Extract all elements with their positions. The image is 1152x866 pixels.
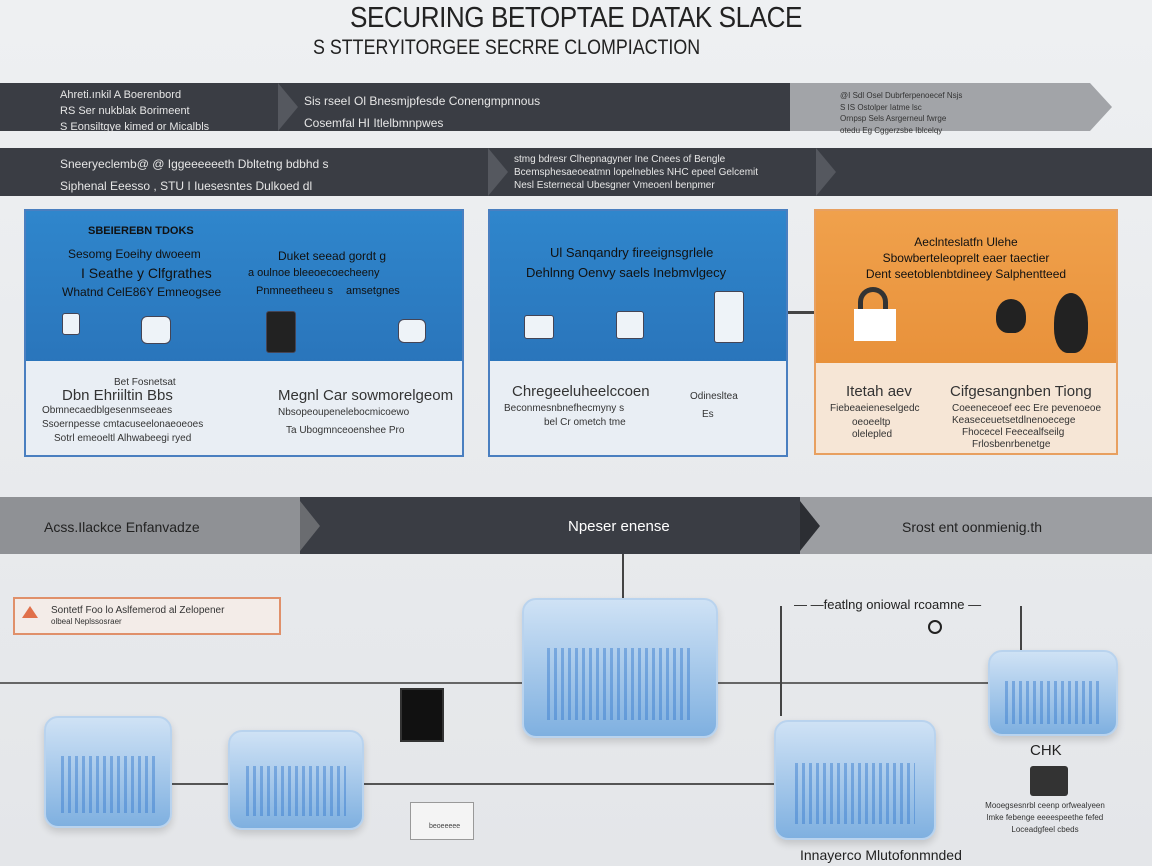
note-text: Mooegsesnrbl ceenp orfwealyeen [985, 801, 1105, 810]
device-label: beoeeeee [429, 823, 461, 830]
server-storage [774, 720, 936, 840]
band-text: Sis rseeI Ol Bnesmjpfesde Conengmpnnous [304, 94, 541, 108]
page-title: SECURING BETOPTAE DATAK SLACE [349, 2, 803, 34]
diagram-label: — —featlng oniowal rcoamne — [794, 597, 982, 612]
panel-text: Nbsopeoupenelebocmicoewo [278, 407, 410, 418]
panel-text: olelepled [852, 429, 893, 440]
server-storage [228, 730, 364, 830]
server-storage-main [522, 598, 718, 738]
connector [788, 311, 814, 314]
panel-text: Frlosbenrbenetge [972, 439, 1051, 450]
lock-body [854, 309, 896, 341]
panel-text: Odinesltea [690, 391, 738, 402]
panel-text: Obmnecaedblgesenmseeaes [42, 405, 173, 416]
band-text: Ahreti.ınkil A Boerenbord [60, 89, 182, 101]
panel-text: Dbn Ehriiltin Bbs [62, 387, 173, 404]
panel-text: Whatnd CelE86Y Emneogsee [62, 285, 222, 299]
warning-icon [22, 606, 38, 618]
panel-text: a oulnoe bleeoecoecheeny [248, 267, 380, 279]
device-card: beoeeeee [410, 802, 474, 840]
band-text: RS Ser nukblak Borimeent [60, 104, 190, 117]
band-text: S IS Ostolper Iatme lsc [840, 102, 922, 112]
process-band-1: Ahreti.ınkil A Boerenbord RS Ser nukblak… [0, 83, 1152, 135]
panel-text: Duket seead gordt g [278, 249, 387, 263]
panel-text: Beconmesnbnefhecmyny s [504, 403, 625, 414]
server-storage [44, 716, 172, 828]
band-text: Ornpsp Sels Asrgerneul fwrge [840, 114, 947, 124]
document-icon [524, 315, 554, 339]
connector [1020, 606, 1022, 654]
callout-text: Sontetf Foo lo Aslfemerod al Zelopener [51, 605, 225, 616]
diagram-label: CHK [1030, 742, 1062, 759]
user-icon [266, 311, 296, 353]
band-text: Siphenal Eeesso , STU I Iuesesntes Dulko… [60, 178, 313, 193]
network-icon [616, 311, 644, 339]
panel-text: Chregeeluheelccoen [512, 383, 650, 400]
panel-text: I Seathe y Clfgrathes [81, 265, 212, 281]
note-text: Loceadgfeel cbeds [1011, 825, 1079, 834]
key-icon [928, 620, 942, 634]
panel-text: bel Cr ometch tme [544, 417, 626, 428]
page-subtitle: S STTERYITORGEE SECRRE CLOMPIACTION [313, 36, 701, 59]
panel-2: Ul Sanqandry fireeignsgrlele Dehlnng Oen… [488, 209, 788, 457]
panel-text: Sotrl emeoeltl Alhwabeegi ryed [54, 433, 192, 444]
server-storage [988, 650, 1118, 736]
panel-text: Ta Ubogmnceoenshee Pro [286, 425, 405, 436]
panel-text: amsetgnes [346, 285, 400, 297]
panel-text: Pnmneetheeu s [256, 285, 334, 297]
stage-label: Acss.Ilackce Enfanvadze [44, 519, 200, 535]
process-band-2: Sneeryeclemb@ @ Iggeeeeeeth Dbltetng bdb… [0, 148, 1152, 196]
panel-text: Sesomg Eoeihy dwoeem [68, 247, 201, 261]
panel-text: Ul Sanqandry fireeignsgrlele [550, 245, 714, 260]
database-icon [141, 316, 171, 344]
database-icon [398, 319, 426, 343]
panel-text: Es [702, 409, 714, 420]
band-text: Bcemsphesaeoeatmn lopelnebles NHC epeel … [514, 167, 759, 178]
panel-text: Sbowberteleoprelt eaer taectier [882, 251, 1050, 265]
computer-icon [62, 313, 80, 335]
network-line [0, 682, 1000, 684]
diagram-notes: Mooegsesnrbl ceenp orfwealyeen lmke febe… [960, 800, 1130, 836]
user-icon [1054, 293, 1088, 353]
panel-text: Fiebeaeieneselgedc [830, 403, 920, 414]
diagram-label: Innayerco Mlutofonmnded [800, 847, 962, 863]
panel-1: SBEIEREBN TDOKS Sesomg Eoeihy dwoeem I S… [24, 209, 464, 457]
band-text: Sneeryeclemb@ @ Iggeeeeeeth Dbltetng bdb… [60, 157, 329, 171]
monitor-icon [400, 688, 444, 742]
server-icon [714, 291, 744, 343]
band-text: Cosemfal HI Itlelbmnpwes [304, 115, 444, 130]
panel-heading: SBEIEREBN TDOKS [88, 225, 194, 237]
panel-text: Ssoernpesse cmtacuseelonaeoeoes [42, 419, 204, 430]
panel-text: oeoeeltp [852, 417, 891, 428]
note-text: lmke febenge eeeespeethe fefed [986, 813, 1104, 822]
panel-text: Bet Fosnetsat [114, 377, 176, 388]
band-text: otedu Eg Cggerzsbe Iblcelqy [840, 125, 943, 135]
network-line [170, 783, 780, 785]
panel-text: Itetah aev [846, 383, 912, 400]
lock-icon [858, 287, 888, 317]
stage-label: Srost ent oonmienig.th [902, 519, 1043, 535]
panel-text: Fhocecel Feecealfseilg [962, 427, 1065, 438]
user-icon [996, 299, 1026, 333]
panel-text: Coeeneceoef eec Ere pevenoeoe [952, 403, 1102, 414]
panel-text: Dent seetoblenbtdineey Salphentteed [865, 267, 1067, 281]
callout-text: olbeal Neplssosraer [51, 617, 122, 626]
panel-text: Megnl Car sowmorelgeom [278, 387, 454, 404]
band-text: stmg bdresr Clhepnagyner Ine Cnees of Be… [514, 154, 726, 165]
panel-3: Aeclnteslatfn Ulehe Sbowberteleoprelt ea… [814, 209, 1118, 455]
device-icon [1030, 766, 1068, 796]
panel-text: Cifgesangnben Tiong [950, 383, 1092, 400]
callout-box: Sontetf Foo lo Aslfemerod al Zelopener o… [13, 597, 281, 635]
panel-text: Dehlnng Oenvy saels Inebmvlgecy [526, 265, 727, 280]
stage-label: Npeser enense [568, 518, 670, 535]
connector [622, 554, 624, 598]
band-text: @I Sdl Osel Dubrferpenoecef Nsjs [840, 91, 963, 100]
connector [780, 606, 782, 716]
band-text: S Eonsiltgye kimed or Micalbls [60, 120, 210, 133]
panel-text: Keaseceuetsetdlnenoecege [952, 415, 1076, 426]
process-band-3: Acss.Ilackce Enfanvadze Npeser enense Sr… [0, 497, 1152, 554]
band-text: Nesl Esternecal Ubesgner Vmeoenl benpmer [514, 180, 715, 191]
panel-text: Aeclnteslatfn Ulehe [914, 235, 1018, 249]
